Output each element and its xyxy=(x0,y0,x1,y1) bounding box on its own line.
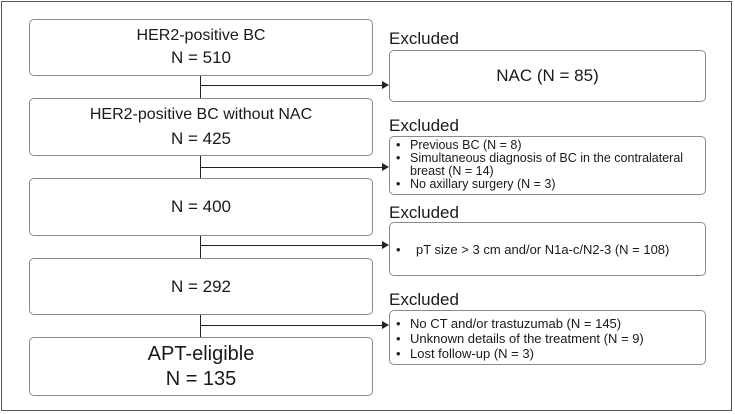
excluded-label: Excluded xyxy=(389,203,459,222)
flow-box-292: N = 292 xyxy=(29,258,373,315)
exclusion-item: Previous BC (N = 8) xyxy=(394,139,701,153)
exclusion-list: No CT and/or trastuzumab (N = 145) Unkno… xyxy=(394,316,701,361)
exclusion-item: No CT and/or trastuzumab (N = 145) xyxy=(394,316,701,331)
flow-box-without-nac: HER2-positive BC without NAC N = 425 xyxy=(29,98,373,156)
arrow-line xyxy=(200,245,383,246)
arrowhead xyxy=(382,241,389,249)
flow-box-title: HER2-positive BC xyxy=(136,27,266,44)
flow-box-title: HER2-positive BC without NAC xyxy=(89,105,313,123)
exclusion-list: pT size > 3 cm and/or N1a-c/N2-3 (N = 10… xyxy=(394,243,669,256)
flow-box-count: N = 425 xyxy=(170,128,231,148)
flow-box-her2-positive: HER2-positive BC N = 510 xyxy=(29,19,373,76)
connector-vertical xyxy=(200,76,201,98)
arrow-line xyxy=(200,325,383,326)
flow-box-400: N = 400 xyxy=(29,178,373,236)
excluded-label: Excluded xyxy=(389,29,459,48)
connector-vertical xyxy=(200,315,201,337)
arrowhead xyxy=(382,321,389,329)
connector-vertical xyxy=(200,236,201,258)
flow-box-count: N = 292 xyxy=(170,276,231,296)
exclusion-item: Lost follow-up (N = 3) xyxy=(394,346,701,361)
flow-box-apt-eligible: APT-eligible N = 135 xyxy=(29,337,373,396)
excluded-label: Excluded xyxy=(389,116,459,135)
exclusion-item: No axillary surgery (N = 3) xyxy=(394,178,701,192)
arrow-line xyxy=(200,167,383,168)
exclusion-item: NAC (N = 85) xyxy=(496,66,599,85)
arrowhead xyxy=(382,81,389,89)
exclusion-box-treatment: No CT and/or trastuzumab (N = 145) Unkno… xyxy=(389,310,706,365)
flow-box-count: N = 135 xyxy=(165,367,237,390)
exclusion-item: Unknown details of the treatment (N = 9) xyxy=(394,331,701,346)
exclusion-box-previous: Previous BC (N = 8) Simultaneous diagnos… xyxy=(389,136,706,195)
arrowhead xyxy=(382,163,389,171)
arrow-line xyxy=(200,85,383,86)
flow-box-count: N = 400 xyxy=(170,197,231,216)
excluded-label: Excluded xyxy=(389,290,459,309)
exclusion-item: pT size > 3 cm and/or N1a-c/N2-3 (N = 10… xyxy=(394,243,669,256)
exclusion-item: Simultaneous diagnosis of BC in the cont… xyxy=(394,152,701,178)
exclusion-box-pt-size: pT size > 3 cm and/or N1a-c/N2-3 (N = 10… xyxy=(389,222,706,276)
exclusion-box-nac: NAC (N = 85) xyxy=(389,50,706,102)
exclusion-list: Previous BC (N = 8) Simultaneous diagnos… xyxy=(394,139,701,192)
flow-box-title: APT-eligible xyxy=(147,342,255,365)
flow-box-count: N = 510 xyxy=(170,48,231,67)
